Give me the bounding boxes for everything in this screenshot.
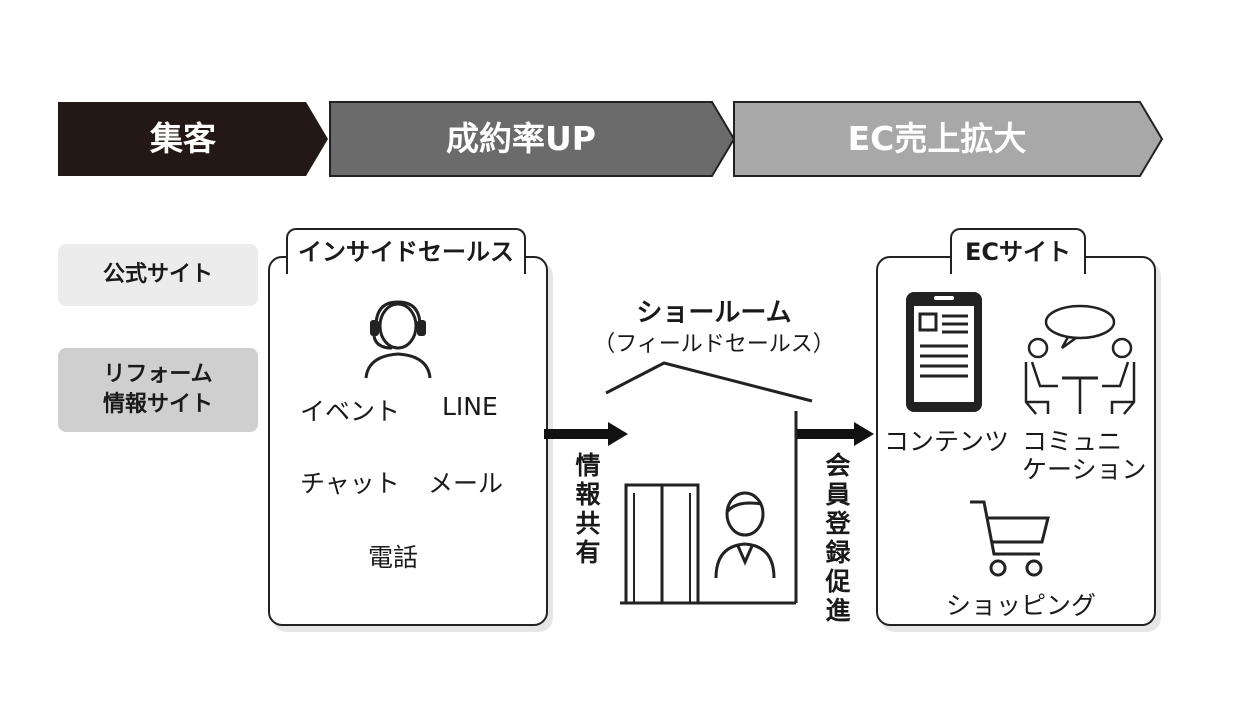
inside-sales-item-line: LINE <box>442 392 498 421</box>
showroom-subtitle: （フィールドセールス） <box>593 332 835 357</box>
ec-item-shopping: ショッピング <box>946 591 1097 620</box>
smartphone-icon <box>906 292 982 412</box>
ec-site-title: ECサイト <box>950 228 1086 274</box>
arrow-to-showroom <box>544 422 628 446</box>
official-site-label: 公式サイト <box>102 262 213 287</box>
ec-item-contents: コンテンツ <box>884 427 1010 456</box>
inside-sales-item-chat: チャット <box>300 469 400 498</box>
inside-sales-title: インサイドセールス <box>286 228 526 274</box>
headset-operator-icon <box>364 300 432 379</box>
stage-label-acquisition: 集客 <box>150 119 216 158</box>
shopping-cart-icon <box>970 500 1050 577</box>
showroom-house-icon <box>605 361 813 605</box>
inside-sales-item-phone: 電話 <box>368 543 419 572</box>
reform-site-label-line2: 情報サイト <box>102 392 213 417</box>
stage-label-conversion: 成約率UP <box>446 119 596 158</box>
reform-site-label-line1: リフォーム <box>103 362 213 387</box>
info-share-label: 情報共有 <box>572 452 601 568</box>
ec-item-communication-line2: ケーション <box>1022 455 1147 484</box>
meeting-icon <box>1024 304 1136 415</box>
member-registration-label: 会員登録促進 <box>822 452 851 626</box>
stage-chevron-3 <box>733 101 1164 177</box>
inside-sales-item-mail: メール <box>428 469 504 498</box>
ec-item-communication-line1: コミュニ <box>1022 427 1123 456</box>
stage-label-ec-growth: EC売上拡大 <box>847 119 1027 158</box>
official-site-tag: 公式サイト <box>58 244 258 306</box>
arrow-to-ec-site <box>796 422 874 446</box>
showroom-title: ショールーム <box>636 298 792 328</box>
stage-chevron-1 <box>58 102 328 176</box>
reform-info-site-tag: リフォーム 情報サイト <box>58 348 258 432</box>
inside-sales-item-event: イベント <box>300 397 401 426</box>
stage-chevron-2 <box>329 101 736 177</box>
stage-chevrons <box>58 101 1164 177</box>
staff-person-icon <box>714 491 776 579</box>
